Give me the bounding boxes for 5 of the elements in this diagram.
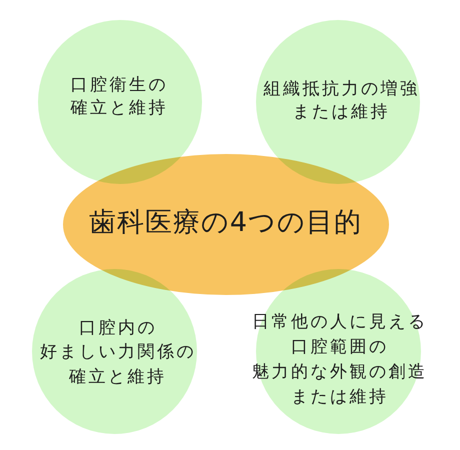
topic-label: 組織抵抗力の増強または維持 bbox=[262, 78, 420, 124]
topic-label: 日常他の人に見える口腔範囲の魅力的な外観の創造または維持 bbox=[251, 310, 428, 408]
topic-label: 口腔衛生の確立と維持 bbox=[70, 74, 168, 120]
topic-label: 口腔内の好ましい力関係の確立と維持 bbox=[38, 316, 196, 389]
title-label: 歯科医療の4つの目的 bbox=[88, 206, 362, 238]
